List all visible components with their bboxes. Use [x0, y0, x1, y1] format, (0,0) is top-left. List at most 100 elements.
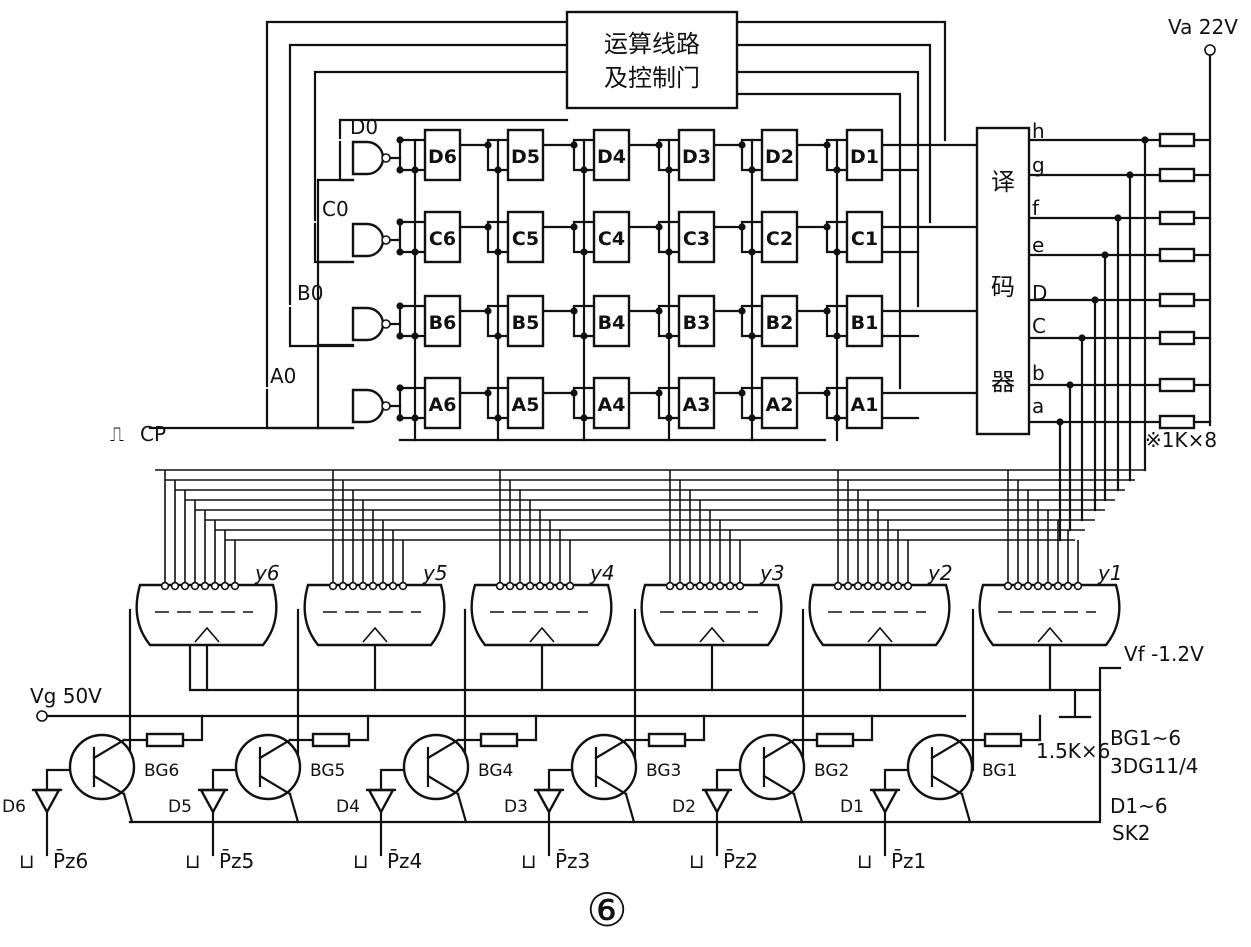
wire [288, 43, 569, 306]
wire [795, 220, 849, 229]
and-gate [351, 140, 385, 176]
output-label-d: D [1032, 281, 1047, 305]
junction-dot [484, 223, 492, 231]
junction-dot [655, 141, 663, 149]
pulse-label: P̄z5 [219, 848, 254, 873]
junction-dot [665, 414, 673, 422]
junction-dot [748, 332, 756, 340]
tube-pin [1053, 581, 1063, 591]
junction-dot [494, 332, 502, 340]
register-label: C6 [429, 228, 456, 250]
tube-label: y5 [422, 561, 448, 585]
tube-pin [1013, 581, 1023, 591]
tube-pin [378, 581, 388, 591]
diode [870, 788, 900, 815]
register-cell [423, 210, 462, 264]
register-label: C5 [512, 228, 539, 250]
tube-pin [853, 581, 863, 591]
register-label: A1 [851, 394, 879, 416]
register-cell [506, 294, 545, 348]
transistor-body [570, 733, 638, 801]
segment-resistor [1158, 167, 1196, 183]
register-label: D1 [850, 146, 879, 168]
transistor-type-note: 3DG11/4 [1110, 754, 1199, 778]
wire [456, 792, 468, 824]
register-label: C2 [766, 228, 793, 250]
pulse-icon: ⊔ [185, 849, 201, 873]
register-label: D5 [511, 146, 540, 168]
tube-pin [1063, 581, 1073, 591]
wire [265, 20, 569, 388]
tube-pin [1033, 581, 1043, 591]
junction-dot [738, 307, 746, 315]
register-cell [506, 210, 545, 264]
segment-resistor [1158, 132, 1196, 148]
junction-dot [748, 414, 756, 422]
tube-pin [1003, 581, 1013, 591]
junction-dot [823, 389, 831, 397]
tube-pin [833, 581, 843, 591]
tube-pin [160, 581, 170, 591]
tube-pin [843, 581, 853, 591]
vf-supply-label: Vf -1.2V [1124, 642, 1204, 666]
control-block-line1: 运算线路 [604, 30, 700, 58]
output-label-a: a [1032, 394, 1044, 418]
nixie-tube [978, 583, 1121, 647]
junction-dot [665, 166, 673, 174]
junction-dot [738, 389, 746, 397]
transistor-label: BG4 [478, 761, 513, 781]
wire [795, 386, 849, 395]
transistor-body [68, 733, 136, 801]
tube-pin [495, 581, 505, 591]
transistor-label: BG6 [144, 761, 179, 781]
transistor-range-note: BG1~6 [1110, 726, 1181, 750]
grid-resistor [311, 732, 351, 748]
wire [627, 386, 681, 395]
transistor-collector [258, 738, 292, 760]
tube-pin [725, 581, 735, 591]
junction-dot [665, 248, 673, 256]
tube-cathode [529, 626, 555, 643]
tube-pin [1043, 581, 1053, 591]
tube-cathode [699, 626, 725, 643]
pulse-icon: ⊔ [521, 849, 537, 873]
junction-dot [396, 218, 404, 226]
junction-dot [738, 223, 746, 231]
wire [735, 43, 932, 224]
register-label: B1 [851, 312, 879, 334]
register-cell [592, 210, 631, 264]
tube-cathode [1037, 626, 1063, 643]
tube-pin [735, 581, 745, 591]
register-cell [677, 376, 716, 430]
transistor-label: BG5 [310, 761, 345, 781]
transistor-label: BG2 [814, 761, 849, 781]
tube-pin [675, 581, 685, 591]
diode [32, 788, 62, 815]
junction-dot [823, 223, 831, 231]
wire [313, 70, 569, 222]
tube-cathode [194, 626, 220, 643]
grid-resistor-note: 1.5K×6 [1036, 739, 1110, 763]
wire [338, 140, 355, 182]
register-cell [677, 210, 716, 264]
junction-dot [738, 141, 746, 149]
junction-dot [580, 166, 588, 174]
wire [712, 304, 764, 313]
register-label: C1 [851, 228, 878, 250]
transistor-collector [426, 738, 460, 760]
tube-pin [545, 581, 555, 591]
register-label: C4 [598, 228, 625, 250]
diode-label: D4 [336, 797, 360, 817]
register-label: B4 [598, 312, 626, 334]
inverter-bubble [381, 401, 391, 411]
diode-label: D1 [840, 797, 864, 817]
segment-resistor [1158, 210, 1196, 226]
segment-resistor [1158, 247, 1196, 263]
wire [388, 138, 427, 160]
register-cell [506, 376, 545, 430]
tube-pin [893, 581, 903, 591]
wire [181, 714, 204, 742]
wire [735, 20, 947, 142]
transistor-collector [594, 738, 628, 760]
